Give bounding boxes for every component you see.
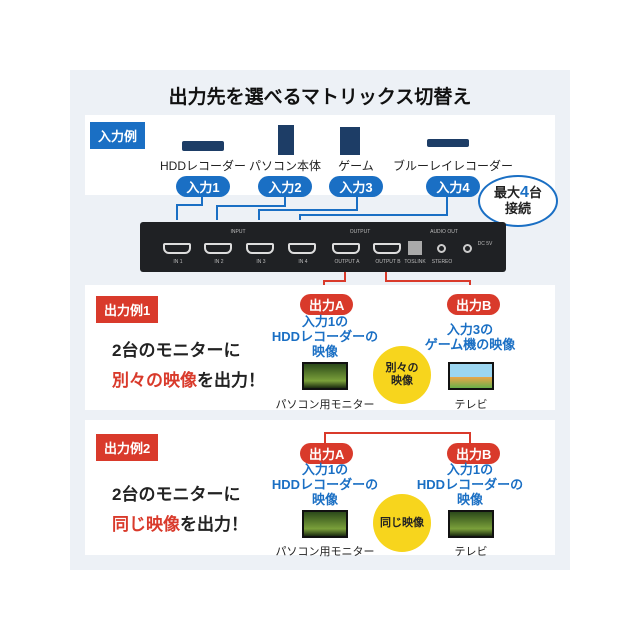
example2-tag: 出力例2 — [96, 434, 159, 461]
connector-line — [299, 214, 448, 216]
input-badge: 入力1 — [176, 176, 230, 197]
port-label: DC 5V — [477, 241, 493, 247]
port-label: OUTPUT A — [334, 259, 360, 265]
stereo-jack — [437, 244, 446, 253]
tv-image — [448, 510, 494, 538]
max-4-callout: 最大4台接続 — [478, 175, 558, 227]
device-pc: パソコン本体入力2 — [230, 157, 340, 197]
input-badge: 入力2 — [258, 176, 312, 197]
hdmi-port-out-b — [373, 243, 401, 254]
pc-monitor-image — [302, 510, 348, 538]
headline-line: 2台のモニターに — [112, 485, 241, 504]
example1-tag: 出力例1 — [96, 296, 159, 323]
pc-monitor-image — [302, 362, 348, 390]
connector-line — [216, 205, 286, 207]
different-video-bubble: 別々の 映像 — [373, 346, 431, 404]
device-label: パソコン本体 — [248, 159, 321, 173]
connector-line — [299, 214, 301, 220]
connector-line — [216, 205, 218, 220]
callout-text: 接続 — [504, 201, 531, 216]
output-line — [344, 272, 346, 281]
example2-headline: 2台のモニターに同じ映像を出力！ — [112, 480, 248, 540]
output-a-description: 入力1の HDDレコーダーの 映像 — [271, 314, 379, 359]
port-label: IN 4 — [298, 259, 308, 265]
hdmi-port-in3 — [246, 243, 274, 254]
tv-game-image — [448, 362, 494, 390]
hdmi-port-in4 — [288, 243, 316, 254]
hdmi-port-in1 — [163, 243, 191, 254]
output-a-description: 入力1の HDDレコーダーの 映像 — [271, 462, 379, 507]
connector-line — [176, 204, 178, 220]
port-label: IN 2 — [214, 259, 224, 265]
dc-jack — [463, 244, 472, 253]
device-bluray: ブルーレイレコーダー入力4 — [393, 157, 513, 197]
output-label: OUTPUT — [349, 229, 371, 235]
output-line — [385, 272, 387, 281]
output-a-badge: 出力A — [300, 294, 354, 315]
same-video-bubble: 同じ映像 — [373, 494, 431, 552]
port-label: TOSLINK — [404, 259, 426, 265]
device-label: ゲーム — [338, 159, 374, 173]
pc-monitor-caption: パソコン用モニター — [275, 399, 375, 411]
page-title: 出力先を選べるマトリックス切替え — [168, 87, 472, 108]
hdmi-port-out-a — [332, 243, 360, 254]
connector-line — [356, 193, 358, 210]
connector-line — [176, 204, 203, 206]
callout-text: 台 — [528, 185, 542, 200]
callout-number: 4 — [520, 184, 529, 201]
connector-line — [284, 193, 286, 206]
headline-line: 2台のモニターに — [112, 341, 241, 360]
connector-line — [446, 193, 448, 215]
output-line — [324, 432, 471, 434]
input-badge: 入力4 — [426, 176, 480, 197]
hdmi-port-in2 — [204, 243, 232, 254]
output-line — [469, 432, 471, 444]
pc-tower-icon — [278, 125, 294, 155]
device-label: ブルーレイレコーダー — [393, 159, 514, 173]
headline-highlight: 同じ映像 — [112, 515, 180, 534]
input-label: INPUT — [230, 229, 246, 235]
toslink-port — [408, 241, 422, 255]
input-example-tag: 入力例 — [90, 122, 146, 149]
port-label: IN 1 — [173, 259, 183, 265]
output-b-description: 入力1の HDDレコーダーの 映像 — [416, 462, 524, 507]
headline-rest: を出力！ — [197, 371, 265, 390]
hdd-recorder-icon — [182, 141, 224, 151]
connector-line — [258, 209, 260, 220]
tv-caption: テレビ — [454, 399, 488, 411]
connector-line — [258, 209, 358, 211]
output-a-badge: 出力A — [300, 443, 354, 464]
device-game: ゲーム入力3 — [301, 157, 411, 197]
pc-monitor-caption: パソコン用モニター — [275, 546, 375, 558]
port-label: OUTPUT B — [375, 259, 401, 265]
connector-line — [201, 193, 203, 205]
example1-headline: 2台のモニターに別々の映像を出力！ — [112, 336, 265, 396]
output-line — [385, 280, 470, 282]
tv-caption: テレビ — [454, 546, 488, 558]
output-b-badge: 出力B — [447, 294, 501, 315]
bluray-recorder-icon — [427, 139, 469, 147]
output-b-badge: 出力B — [447, 443, 501, 464]
headline-rest: を出力！ — [180, 515, 248, 534]
audio-out-label: AUDIO OUT — [430, 229, 458, 235]
output-b-description: 入力3の ゲーム機の映像 — [424, 322, 516, 352]
port-label: IN 3 — [256, 259, 266, 265]
output-line — [324, 432, 326, 444]
device-label: HDDレコーダー — [160, 159, 246, 173]
callout-text: 最大 — [494, 185, 521, 200]
game-console-icon — [340, 127, 360, 155]
device-hdd: HDDレコーダー入力1 — [148, 157, 258, 197]
output-line — [323, 280, 346, 282]
port-label: STEREO — [431, 259, 453, 265]
input-badge: 入力3 — [329, 176, 383, 197]
headline-highlight: 別々の映像 — [112, 371, 197, 390]
